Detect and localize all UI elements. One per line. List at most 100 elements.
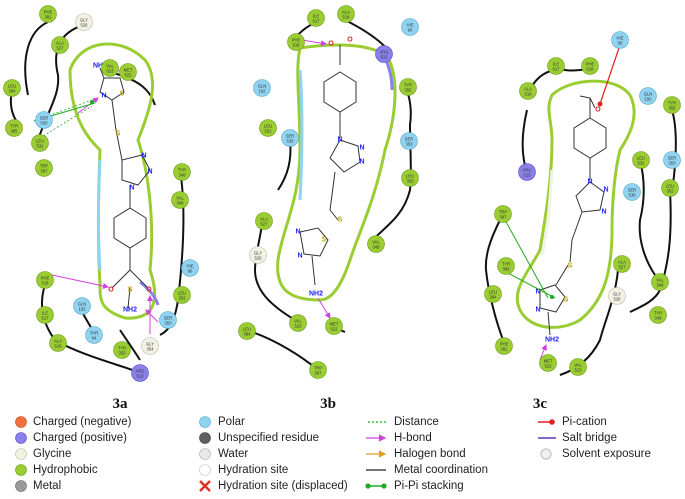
residue-name: ALA <box>524 87 532 92</box>
residue-number: 527 <box>57 45 65 50</box>
atom-label: O <box>146 287 152 294</box>
residue-name: PHE <box>292 38 301 43</box>
residue-node <box>181 259 199 277</box>
residue-number: 355 <box>119 350 127 355</box>
residue-node <box>649 306 667 324</box>
residue-node <box>399 78 417 96</box>
residue-number: 523 <box>575 367 583 372</box>
legend-label: Water <box>218 448 248 460</box>
residue-number: 526 <box>81 22 89 27</box>
residue-name: LEU <box>178 291 186 296</box>
legend-label: Pi-cation <box>562 416 607 428</box>
residue-number: 518 <box>42 280 50 285</box>
legend-label: Charged (negative) <box>33 416 132 428</box>
residue-number: 526 <box>614 296 622 301</box>
residue-name: SER <box>286 134 295 139</box>
residue-node <box>497 257 515 275</box>
residue-name: ARG <box>379 50 388 55</box>
residue-node <box>51 36 69 54</box>
residue-name: PHE <box>44 10 53 15</box>
residue-node <box>401 18 419 36</box>
residue-number: 518 <box>293 42 301 47</box>
legend-label: Metal coordination <box>394 464 488 476</box>
residue-name: TRP <box>499 210 508 215</box>
residue-node <box>307 9 325 27</box>
residue-number: 516 <box>343 14 351 19</box>
swatch-polar <box>199 416 211 428</box>
residue-node <box>75 13 93 31</box>
legend-label: Halogen bond <box>394 448 466 460</box>
residue-name: TRP <box>314 366 323 371</box>
residue-number: 192 <box>645 96 653 101</box>
residue-node <box>281 129 299 147</box>
residue-node <box>36 306 54 324</box>
residue-name: TYR <box>668 101 676 106</box>
legend-label: Solvent exposure <box>562 448 651 460</box>
residue-number: 352 <box>407 178 415 183</box>
pocket-outline <box>276 43 397 302</box>
residue-name: HIE <box>617 36 624 41</box>
residue-name: LEU <box>406 174 414 179</box>
atom-label: S <box>564 297 569 304</box>
legend-label: Polar <box>218 416 245 428</box>
residue-node <box>581 57 599 75</box>
residue-number: 513 <box>137 373 145 378</box>
residue-name: SER <box>164 316 173 321</box>
residue-number: 517 <box>42 315 50 320</box>
residue-node <box>238 322 256 340</box>
residue-node <box>661 179 679 197</box>
residue-number: 513 <box>524 172 532 177</box>
residue-node <box>484 285 502 303</box>
swatch-hydrophobic <box>15 464 27 476</box>
residue-node <box>539 354 557 372</box>
residue-name: VAL <box>176 196 184 201</box>
residue-name: ILE <box>553 62 559 67</box>
residue-name: THR <box>90 331 99 336</box>
residue-number: 352 <box>667 188 675 193</box>
atom-label: S <box>128 287 133 294</box>
residue-name: TYR <box>502 262 510 267</box>
residue-node <box>547 57 565 75</box>
backbone-chain <box>629 189 672 313</box>
residue-number: 355 <box>405 87 413 92</box>
residue-name: LEU <box>243 327 251 332</box>
backbone-chain <box>671 109 677 186</box>
residue-node <box>400 132 418 150</box>
residue-name: GLY <box>146 342 154 347</box>
residue-number: 349 <box>373 244 381 249</box>
legend-label: Hydrophobic <box>33 464 98 476</box>
residue-number: 192 <box>79 306 87 311</box>
residue-node <box>259 119 277 137</box>
residue-number: 385 <box>11 128 19 133</box>
residue-name: LEU <box>8 84 16 89</box>
residue-name: TYR <box>178 168 186 173</box>
panel-3a: NH2 S N S N N N O S O NH2 PHE381GLY526AL… <box>3 5 199 412</box>
residue-node <box>171 191 189 209</box>
residue-node <box>632 151 650 169</box>
residue-node <box>49 334 67 352</box>
residue-name: SER <box>628 188 637 193</box>
residue-name: PHE <box>586 62 595 67</box>
residue-node <box>611 31 629 49</box>
residue-node <box>31 134 49 152</box>
residue-name: GLN <box>258 84 267 89</box>
